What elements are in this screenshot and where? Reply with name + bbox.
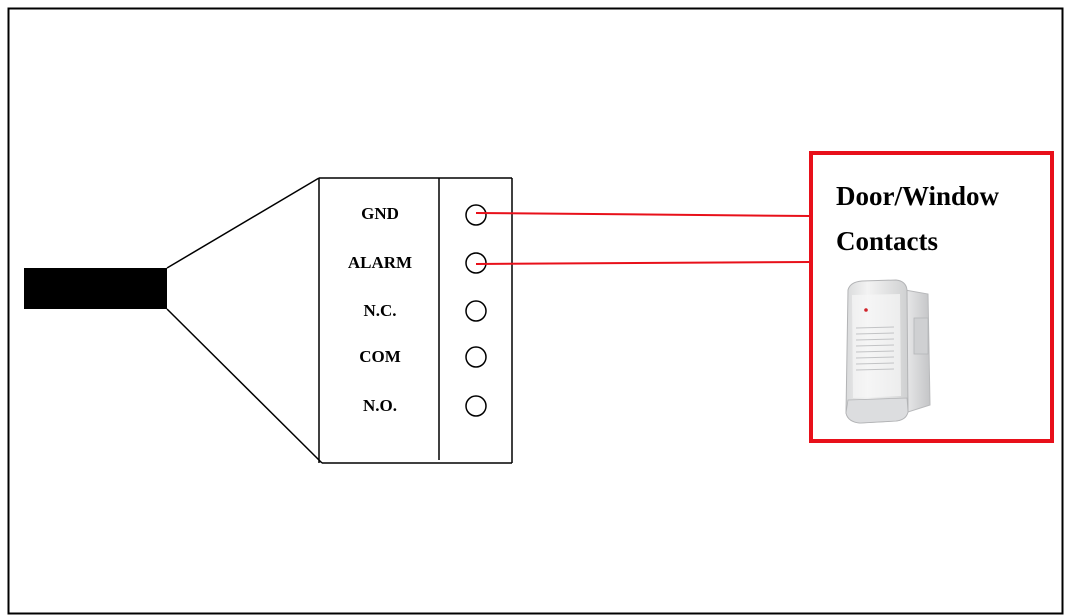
terminal-label-nc: N.C. [363,301,396,320]
terminal-screw-nc [465,300,487,322]
device-title-line2: Contacts [836,226,938,256]
contact-sensor-image [845,279,931,424]
page-frame [7,7,1064,615]
terminal-screw-no [465,395,487,417]
terminal-screw-com [465,346,487,368]
wire-alarm [475,261,811,265]
cable [24,268,167,309]
flare-line-bottom [166,308,323,464]
terminal-label-no: N.O. [363,396,397,415]
terminal-screw-gnd [465,204,487,226]
device-title-line1: Door/Window [836,181,1000,211]
flare-line-top [166,177,320,269]
wire-gnd [475,212,811,217]
terminal-block [318,177,513,464]
terminal-label-gnd: GND [361,204,399,223]
terminal-label-alarm: ALARM [348,253,412,272]
terminal-label-com: COM [359,347,401,366]
